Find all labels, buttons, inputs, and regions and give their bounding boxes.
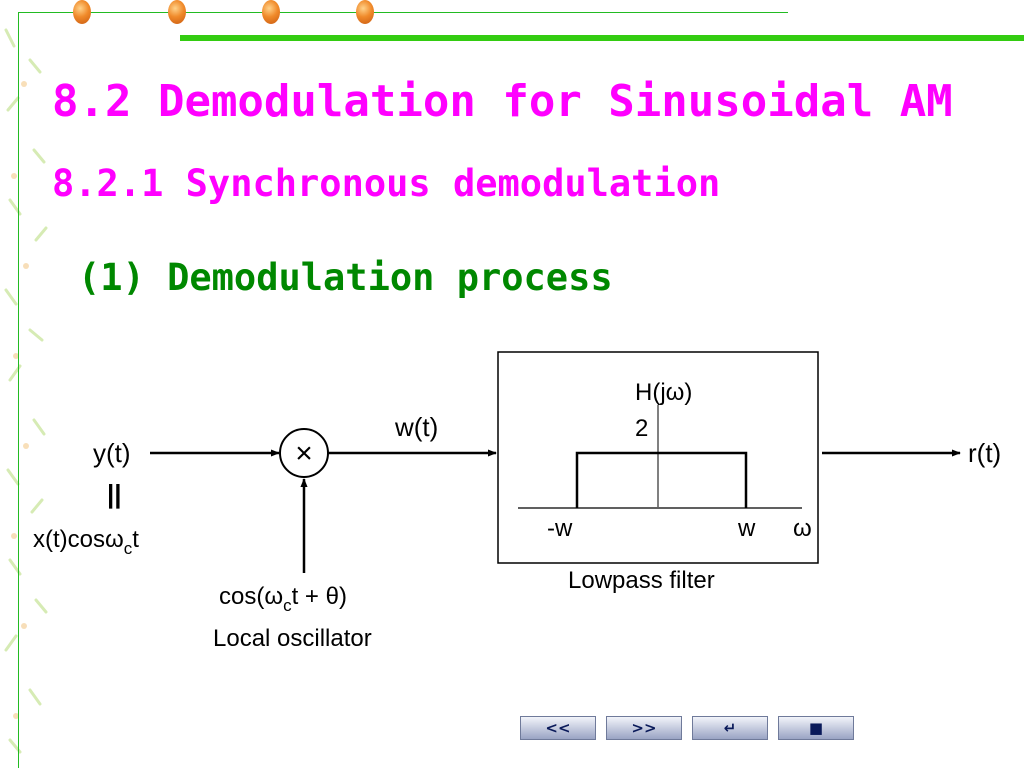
slide-title: 8.2 Demodulation for Sinusoidal AM	[52, 76, 953, 127]
bead-ornament	[73, 0, 91, 24]
bead-ornament	[356, 0, 374, 24]
input-expression: x(t)cosωct	[33, 526, 139, 558]
oscillator-expression: cos(ωct + θ)	[219, 583, 347, 615]
filter-positive-cutoff-label: w	[737, 515, 756, 542]
filter-label: Lowpass filter	[568, 567, 715, 594]
multiplier-symbol: ×	[295, 437, 313, 470]
filter-gain-label: 2	[635, 415, 648, 442]
filter-passband	[575, 451, 748, 508]
filter-axis-label: ω	[793, 515, 812, 542]
next-slide-button[interactable]: >>	[606, 716, 682, 740]
return-button[interactable]: ↵	[692, 716, 768, 740]
bead-ornament	[262, 0, 280, 24]
slide-subtitle: 8.2.1 Synchronous demodulation	[52, 162, 721, 205]
left-rule	[18, 12, 19, 768]
mixer-output-label: w(t)	[394, 412, 438, 442]
demodulation-block-diagram: y(t) || x(t)cosωct × cos(ωct + θ) Local …	[33, 351, 1001, 652]
input-signal-label: y(t)	[93, 438, 131, 468]
filter-response-label: H(jω)	[635, 379, 692, 406]
top-accent-rule	[180, 35, 1024, 41]
oscillator-label: Local oscillator	[213, 625, 372, 652]
bead-ornament	[168, 0, 186, 24]
section-heading: (1) Demodulation process	[78, 256, 613, 299]
stop-button[interactable]: ■	[778, 716, 854, 740]
equals-sign: ||	[107, 479, 122, 509]
filter-negative-cutoff-label: -w	[547, 515, 573, 542]
previous-slide-button[interactable]: <<	[520, 716, 596, 740]
top-thin-rule	[18, 12, 788, 13]
output-signal-label: r(t)	[968, 438, 1001, 468]
